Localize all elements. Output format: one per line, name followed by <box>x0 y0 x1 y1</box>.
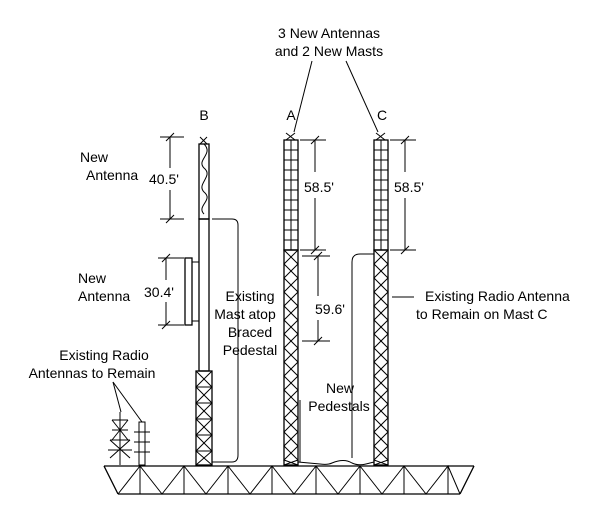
dimension-c-top <box>390 135 416 255</box>
dimension-b-top-value: 40.5' <box>149 171 179 187</box>
existing-radio-antennas <box>108 412 150 466</box>
roof-truss <box>103 465 475 495</box>
leader-existing-radio-left-2 <box>112 381 143 423</box>
mast-c <box>373 132 389 466</box>
label-new-antenna-top-2: Antenna <box>86 167 138 183</box>
dimension-a-pedestal <box>302 251 330 346</box>
leader-existing-radio-left-1 <box>112 381 122 413</box>
bracket-new-pedestals <box>297 460 375 466</box>
label-new-antenna-mid-2: Antenna <box>78 288 130 304</box>
dimension-a-top <box>300 135 326 255</box>
label-existing-radio-left-2: Antennas to Remain <box>29 365 156 381</box>
label-existing-mast-3: Braced <box>228 324 272 340</box>
label-existing-mast-4: Pedestal <box>223 342 277 358</box>
label-new-antenna-top-1: New <box>80 149 109 165</box>
label-existing-radio-left-1: Existing Radio <box>59 347 149 363</box>
callout-line-2: and 2 New Masts <box>275 43 383 59</box>
mast-a-label: A <box>286 107 296 123</box>
bracket-new-pedestals-right <box>351 253 374 458</box>
mast-b <box>184 136 213 466</box>
label-existing-mast-2: Mast atop <box>214 306 276 322</box>
dimension-b-mid-value: 30.4' <box>144 284 174 300</box>
bracket-existing-mast <box>212 218 239 463</box>
label-existing-mast-1: Existing <box>225 288 274 304</box>
mast-c-label: C <box>377 107 387 123</box>
label-new-pedestals-1: New <box>326 380 355 396</box>
dimension-a-pedestal-value: 59.6' <box>315 301 345 317</box>
dimension-c-top-value: 58.5' <box>394 179 424 195</box>
callout-leader-to-a <box>293 60 313 133</box>
dimension-a-top-value: 58.5' <box>304 179 334 195</box>
mast-b-label: B <box>199 107 208 123</box>
label-existing-radio-right-2: to Remain on Mast C <box>416 306 548 322</box>
callout-line-1: 3 New Antennas <box>278 25 380 41</box>
dimension-b-mid <box>158 253 184 330</box>
callout-leader-to-c <box>345 60 379 133</box>
label-existing-radio-right-1: Existing Radio Antenna <box>425 288 570 304</box>
label-new-antenna-mid-1: New <box>78 270 107 286</box>
mast-a <box>283 132 299 466</box>
dimension-b-top <box>160 132 184 224</box>
label-new-pedestals-2: Pedestals <box>308 398 369 414</box>
